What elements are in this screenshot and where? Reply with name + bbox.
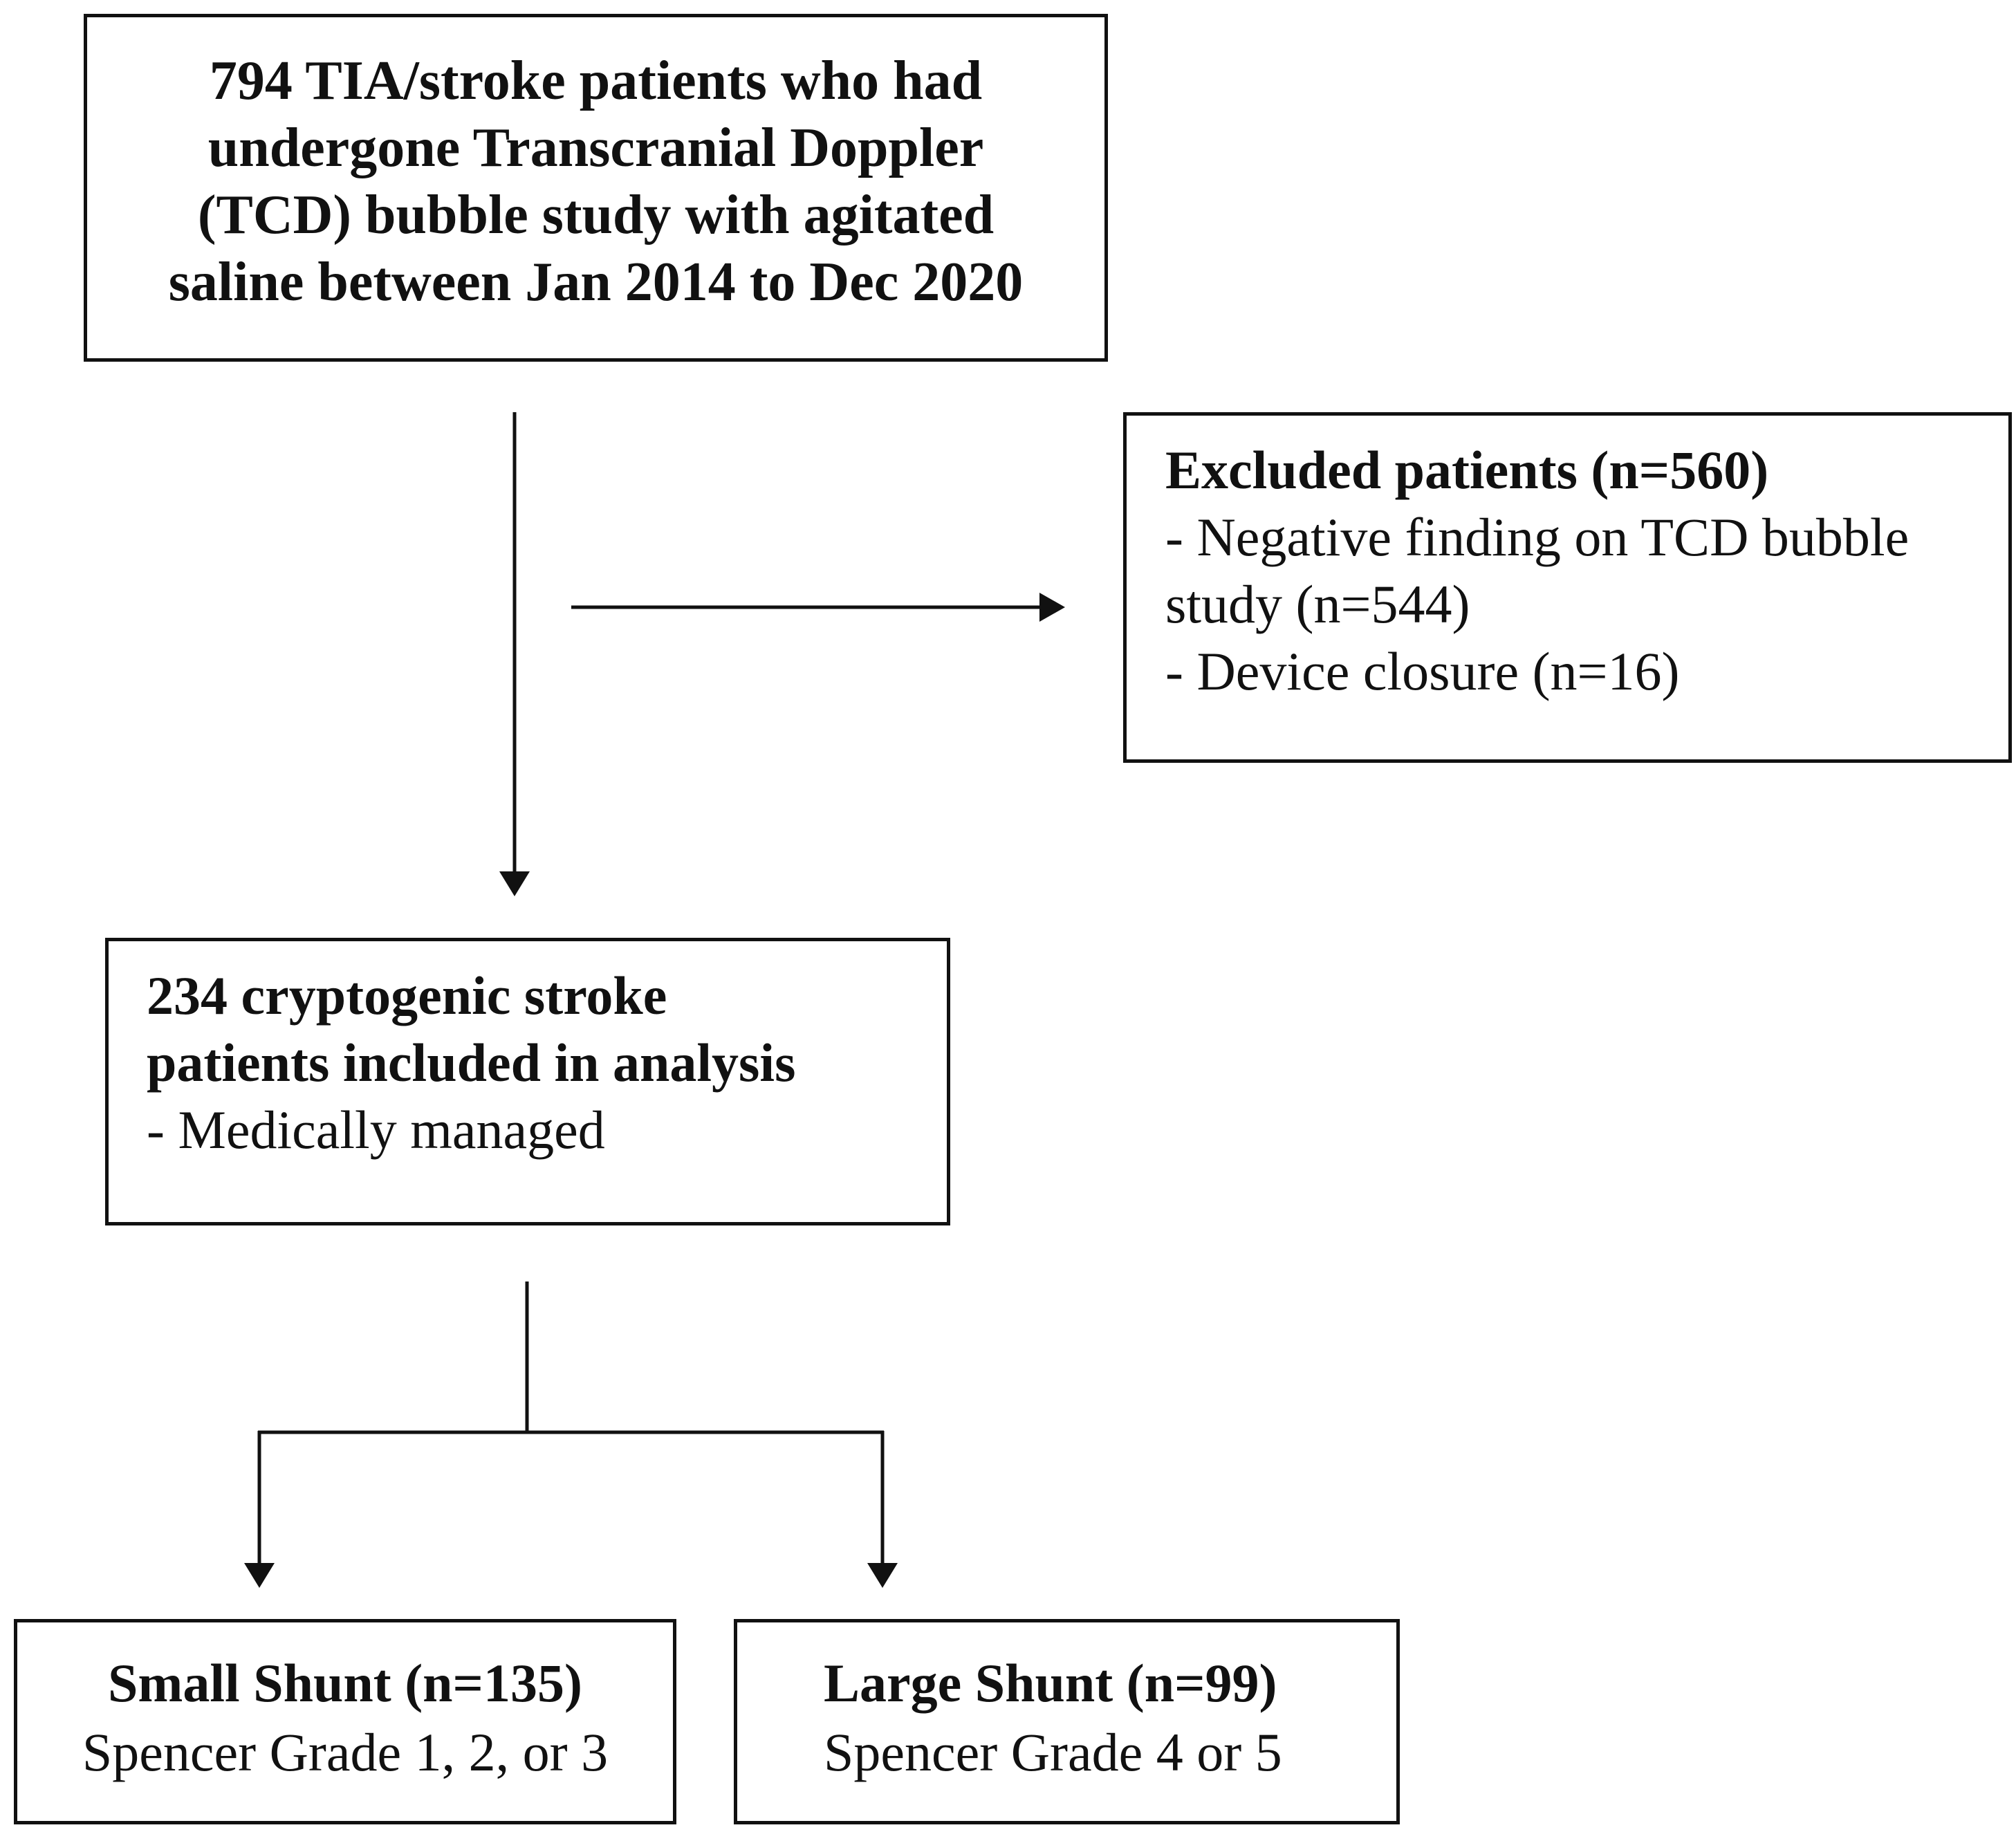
- box-small-shunt: Small Shunt (n=135) Spencer Grade 1, 2, …: [14, 1619, 676, 1824]
- box-all-patients: 794 TIA/stroke patients who had undergon…: [84, 14, 1108, 362]
- all-patients-line-3: (TCD) bubble study with agitated: [197, 185, 995, 246]
- all-patients-line-2: undergone Transcranial Doppler: [207, 118, 984, 178]
- excluded-line-3: - Device closure (n=16): [1165, 641, 1680, 701]
- small-shunt-title: Small Shunt (n=135): [108, 1653, 582, 1713]
- small-shunt-subtitle: Spencer Grade 1, 2, or 3: [82, 1722, 609, 1782]
- arrowhead-to-large-shunt: [867, 1563, 898, 1588]
- all-patients-line-1: 794 TIA/stroke patients who had: [209, 50, 983, 111]
- arrowhead-to-small-shunt: [244, 1563, 275, 1588]
- box-included-patients: 234 cryptogenic stroke patients included…: [105, 938, 950, 1225]
- arrowhead-to-excluded: [1039, 593, 1065, 622]
- large-shunt-title: Large Shunt (n=99): [824, 1653, 1277, 1713]
- included-title-line-1: 234 cryptogenic stroke: [147, 965, 667, 1026]
- included-line-1: - Medically managed: [147, 1100, 605, 1160]
- excluded-title: Excluded patients (n=560): [1165, 440, 1769, 500]
- excluded-line-1: - Negative finding on TCD bubble: [1165, 507, 1909, 567]
- all-patients-line-4: saline between Jan 2014 to Dec 2020: [168, 252, 1024, 313]
- box-excluded-patients: Excluded patients (n=560) - Negative fin…: [1123, 412, 2012, 763]
- arrowhead-top-to-included: [499, 871, 530, 896]
- included-title-line-2: patients included in analysis: [147, 1033, 796, 1093]
- large-shunt-subtitle: Spencer Grade 4 or 5: [824, 1722, 1282, 1782]
- box-large-shunt: Large Shunt (n=99) Spencer Grade 4 or 5: [734, 1619, 1400, 1824]
- excluded-line-2: study (n=544): [1165, 574, 1470, 634]
